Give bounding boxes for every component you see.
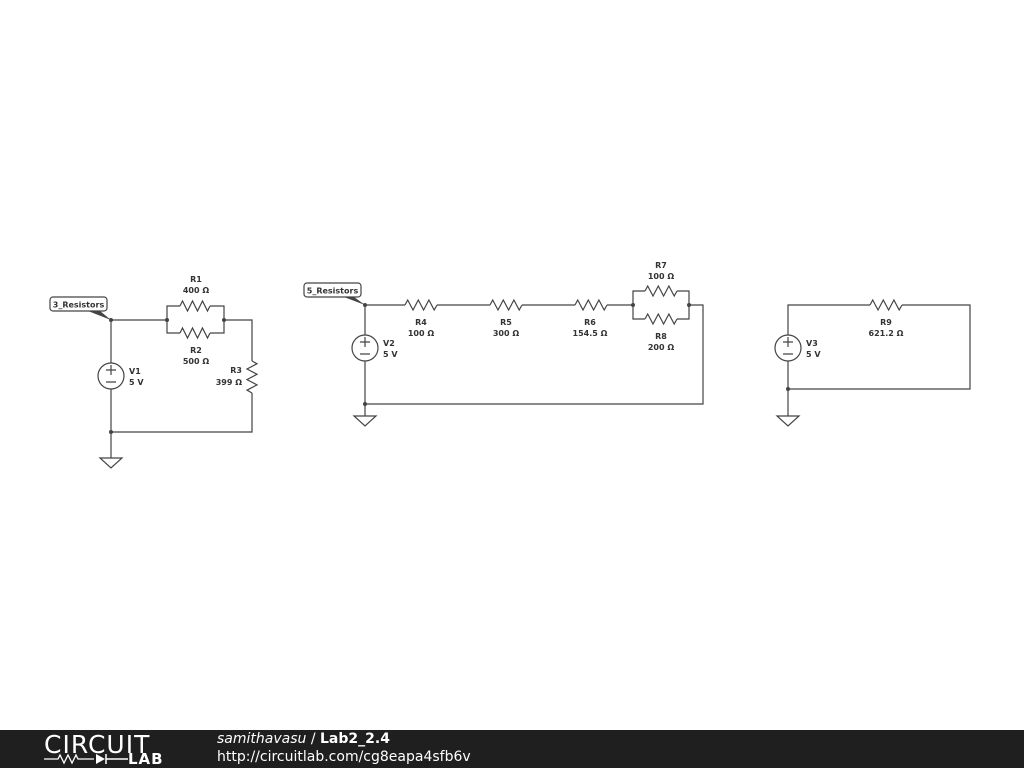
voltage-source-v1[interactable] <box>97 362 125 390</box>
title-separator: / <box>306 731 320 747</box>
r9-name: R9 <box>880 318 892 327</box>
r5-value: 300 Ω <box>493 329 519 338</box>
author-link[interactable]: samithavasu <box>217 731 307 747</box>
voltage-source-v3[interactable] <box>774 334 802 362</box>
net-label-5-resistors[interactable]: 5_Resistors <box>303 282 365 305</box>
r4-value: 100 Ω <box>408 329 434 338</box>
footer-bar: CIRCUIT LAB samithavasu / Lab2_2.4 http:… <box>0 730 1024 768</box>
resistor-r4[interactable] <box>404 298 438 312</box>
r8-name: R8 <box>655 332 667 341</box>
resistor-r1[interactable] <box>179 299 211 313</box>
resistor-r6[interactable] <box>574 298 608 312</box>
r2-name: R2 <box>190 346 202 355</box>
resistor-r3[interactable] <box>245 360 259 394</box>
net-label-3-resistors[interactable]: 3_Resistors <box>49 296 111 320</box>
r7-value: 100 Ω <box>648 272 674 281</box>
net-label-text: 3_Resistors <box>53 301 105 310</box>
schematic-canvas: .w { stroke:#444; stroke-width:1.2; fill… <box>49 261 971 469</box>
resistor-r5[interactable] <box>489 298 523 312</box>
logo-word-circuit: CIRCUIT <box>44 730 151 759</box>
resistor-r8[interactable] <box>644 312 678 326</box>
resistor-diode-logo-icon <box>44 753 128 765</box>
circuit-2: 5_Resistors R4 100 Ω R5 300 Ω R6 154.5 Ω… <box>303 261 704 427</box>
resistor-r2[interactable] <box>179 326 211 340</box>
circuit-url-link[interactable]: http://circuitlab.com/cg8eapa4sfb6v <box>217 749 471 765</box>
v2-value: 5 V <box>383 350 398 359</box>
r5-name: R5 <box>500 318 512 327</box>
footer-title-line: samithavasu / Lab2_2.4 <box>217 731 390 747</box>
logo-word-lab: LAB <box>128 750 164 768</box>
r8-value: 200 Ω <box>648 343 674 352</box>
circuit-1: 3_Resistors R1 400 Ω R2 500 Ω R3 399 Ω V… <box>49 275 259 469</box>
r2-value: 500 Ω <box>183 357 209 366</box>
r3-value: 399 Ω <box>216 378 242 387</box>
r1-value: 400 Ω <box>183 286 209 295</box>
r3-name: R3 <box>230 366 242 375</box>
r4-name: R4 <box>415 318 427 327</box>
r6-name: R6 <box>584 318 596 327</box>
r6-value: 154.5 Ω <box>573 329 608 338</box>
circuit-3: R9 621.2 Ω V3 5 V <box>774 298 971 427</box>
r9-value: 621.2 Ω <box>869 329 904 338</box>
r7-name: R7 <box>655 261 667 270</box>
voltage-source-v2[interactable] <box>351 334 379 362</box>
r1-name: R1 <box>190 275 202 284</box>
ground-symbol-2 <box>352 415 378 427</box>
resistor-r7[interactable] <box>644 284 678 298</box>
ground-symbol-3 <box>775 415 801 427</box>
v3-value: 5 V <box>806 350 821 359</box>
circuit-title[interactable]: Lab2_2.4 <box>320 731 390 747</box>
ground-symbol-1 <box>98 457 124 469</box>
v1-value: 5 V <box>129 378 144 387</box>
v2-name: V2 <box>383 339 395 348</box>
v1-name: V1 <box>129 367 141 376</box>
resistor-r9[interactable] <box>869 298 903 312</box>
net-label-text: 5_Resistors <box>307 287 359 296</box>
v3-name: V3 <box>806 339 818 348</box>
